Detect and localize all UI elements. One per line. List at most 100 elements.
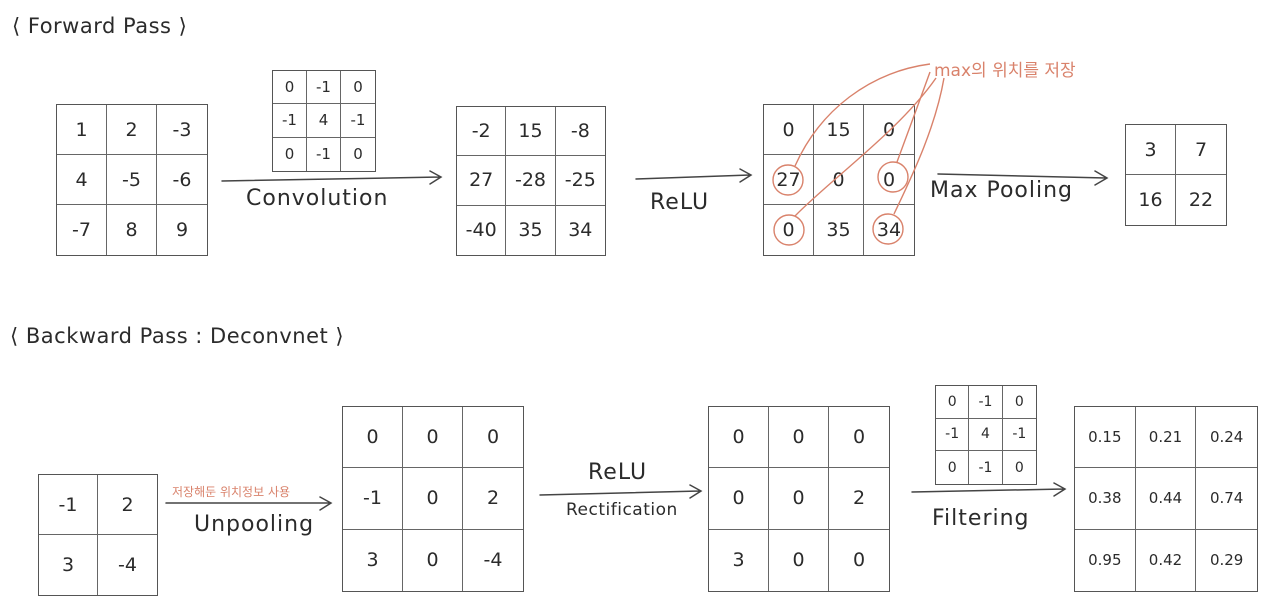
matrix-cell: 0 [764, 105, 814, 155]
max-circle-34 [872, 213, 904, 245]
max-position-note: max의 위치를 저장 [934, 61, 1076, 81]
matrix-cell: -5 [107, 155, 157, 205]
matrix-cell: 15 [814, 105, 864, 155]
rectification-label: Rectification [566, 500, 678, 520]
matrix-cell: -4 [483, 549, 503, 572]
note-line-2 [896, 71, 931, 163]
matrix-cell: 35 [506, 205, 556, 255]
max-pooling-arrow [937, 170, 1109, 186]
matrix-cell: 34 [876, 219, 902, 241]
matrix-cell: 15 [506, 107, 556, 157]
unpooling-arrow [165, 496, 333, 511]
matrix-cell: 34 [568, 219, 593, 242]
matrix-cell: -1 [969, 451, 1003, 484]
filtering-arrow [911, 482, 1067, 497]
matrix-cell: -3 [157, 105, 207, 155]
matrix-cell: 4 [969, 418, 1003, 452]
matrix-cell: 0 [709, 407, 769, 469]
matrix-cell: 0.38 [1075, 468, 1136, 530]
matrix-cell: 0 [353, 145, 363, 164]
matrix-cell: 35 [814, 205, 864, 255]
note-line-4 [893, 77, 945, 215]
matrix-cell: -1 [273, 104, 307, 138]
matrix-cell: 16 [1126, 175, 1176, 225]
matrix-cell: 0.74 [1196, 468, 1257, 530]
matrix-cell: -1 [936, 418, 970, 452]
convolution-arrow [221, 170, 443, 185]
backward-pass-title: ⟨ Backward Pass : Deconvnet ⟩ [10, 324, 345, 348]
matrix-cell: 0 [1002, 386, 1036, 419]
matrix-cell: -1 [969, 386, 1003, 419]
matrix-cell: 3 [39, 535, 98, 595]
matrix-cell: -1 [343, 468, 403, 530]
matrix-cell: 0 [709, 468, 769, 530]
matrix-cell: 0.42 [1136, 529, 1197, 591]
matrix-cell: 0 [852, 549, 866, 572]
matrix-cell: 27 [457, 156, 507, 206]
matrix-cell: 4 [57, 155, 107, 205]
matrix-cell: 0 [463, 407, 523, 469]
convolution-label: Convolution [246, 186, 389, 211]
matrix-cell: 0.29 [1209, 551, 1244, 570]
matrix-cell: 0.95 [1075, 529, 1136, 591]
matrix-cell: 0 [936, 451, 970, 484]
matrix-cell: 0 [864, 105, 914, 155]
matrix-cell: 0 [403, 468, 463, 530]
max-circle-0-bottom [773, 214, 805, 246]
matrix-cell: -25 [555, 156, 605, 206]
matrix-cell: 2 [98, 475, 157, 535]
matrix-cell: 0 [764, 205, 814, 255]
matrix-cell: 0.15 [1075, 407, 1136, 469]
matrix-cell: 4 [307, 104, 341, 138]
matrix-cell: 0 [343, 407, 403, 469]
filtering-label: Filtering [932, 506, 1030, 531]
matrix-cell: 0 [864, 155, 914, 205]
matrix-cell: -2 [457, 107, 507, 157]
matrix-cell: 0 [1014, 459, 1024, 476]
matrix-cell: 7 [1176, 125, 1226, 175]
matrix-cell: 22 [1188, 189, 1214, 211]
matrix-cell: 3 [343, 529, 403, 591]
matrix-cell: 0 [341, 71, 375, 105]
rectification-arrow [539, 484, 703, 499]
matrix-cell: 3 [709, 529, 769, 591]
note-line-3 [794, 77, 937, 217]
note-line-1 [794, 63, 931, 167]
matrix-cell: 0.21 [1135, 407, 1197, 469]
max-circle-27 [772, 164, 804, 196]
stored-position-note: 저장해둔 위치정보 사용 [172, 485, 291, 499]
matrix-cell: 1 [57, 105, 107, 155]
matrix-cell: -4 [118, 554, 137, 576]
matrix-cell: 2 [463, 468, 523, 530]
matrix-cell: -1 [39, 475, 98, 535]
matrix-cell: -8 [555, 107, 605, 157]
matrix-cell: 8 [107, 205, 157, 255]
matrix-cell: 2 [829, 468, 889, 530]
matrix-cell: 0 [769, 407, 829, 469]
matrix-cell: -28 [506, 156, 556, 206]
matrix-cell: 0.24 [1196, 407, 1257, 469]
matrix-cell: 3 [1126, 125, 1176, 175]
matrix-cell: -1 [307, 137, 341, 171]
max-pooling-label: Max Pooling [930, 178, 1074, 203]
max-circle-0-right [877, 161, 909, 193]
backward-relu-label: ReLU [588, 460, 648, 485]
unpooling-label: Unpooling [194, 512, 315, 537]
matrix-cell: 0 [769, 529, 829, 591]
matrix-cell: 0 [769, 468, 829, 530]
matrix-cell: -7 [57, 205, 107, 255]
matrix-cell: -1 [307, 71, 341, 105]
matrix-cell: -1 [341, 104, 375, 138]
matrix-cell: 9 [175, 219, 189, 241]
matrix-cell: 0 [403, 529, 463, 591]
